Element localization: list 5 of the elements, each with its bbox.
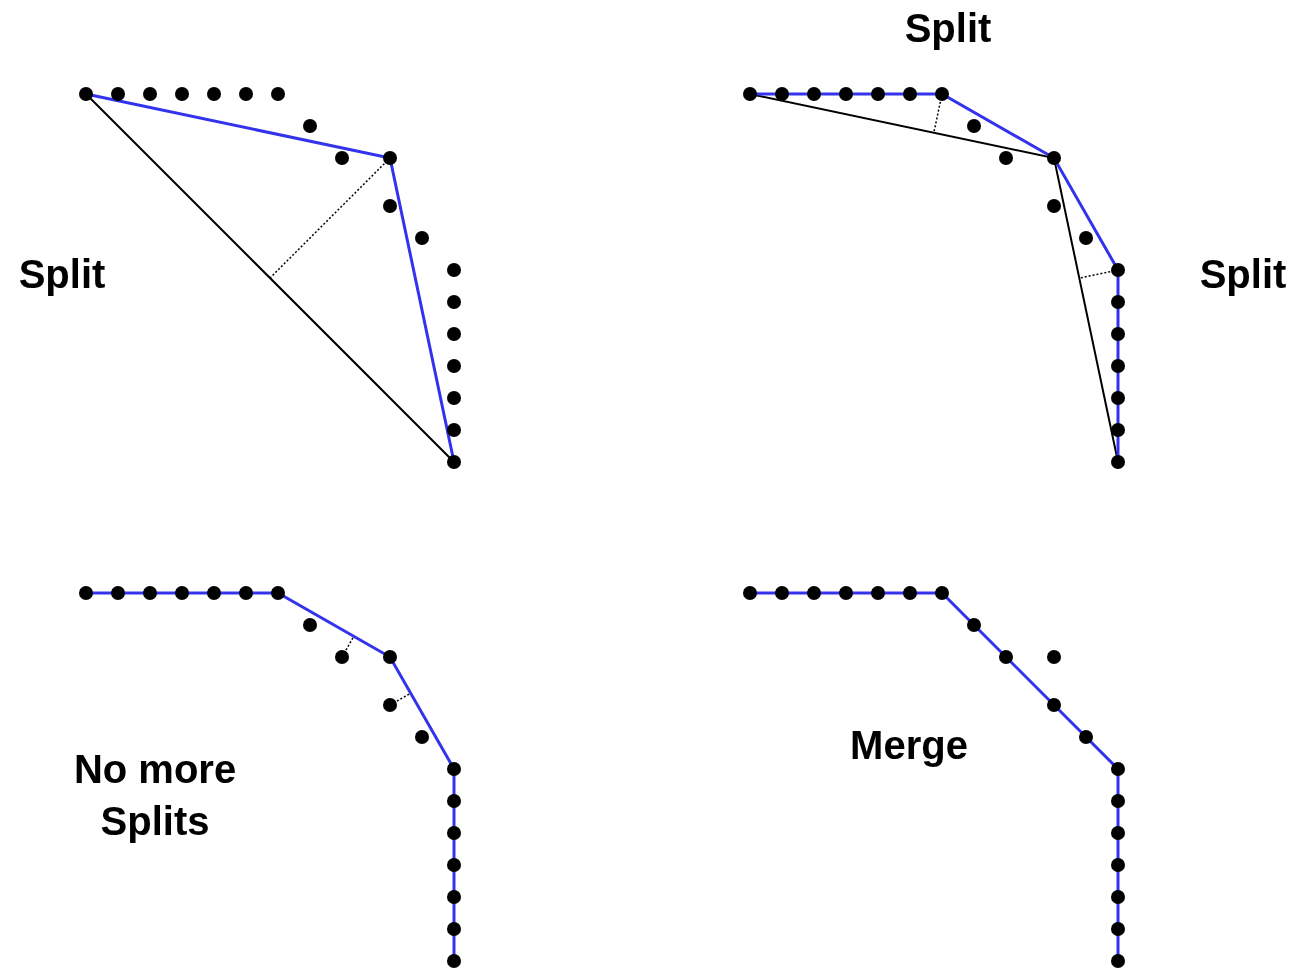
step-label: Merge bbox=[849, 722, 969, 769]
step-label: No more Splits bbox=[72, 746, 238, 845]
step-label: Split bbox=[1198, 251, 1288, 298]
step-label: Split bbox=[17, 251, 107, 298]
step-label: Split bbox=[903, 5, 993, 52]
